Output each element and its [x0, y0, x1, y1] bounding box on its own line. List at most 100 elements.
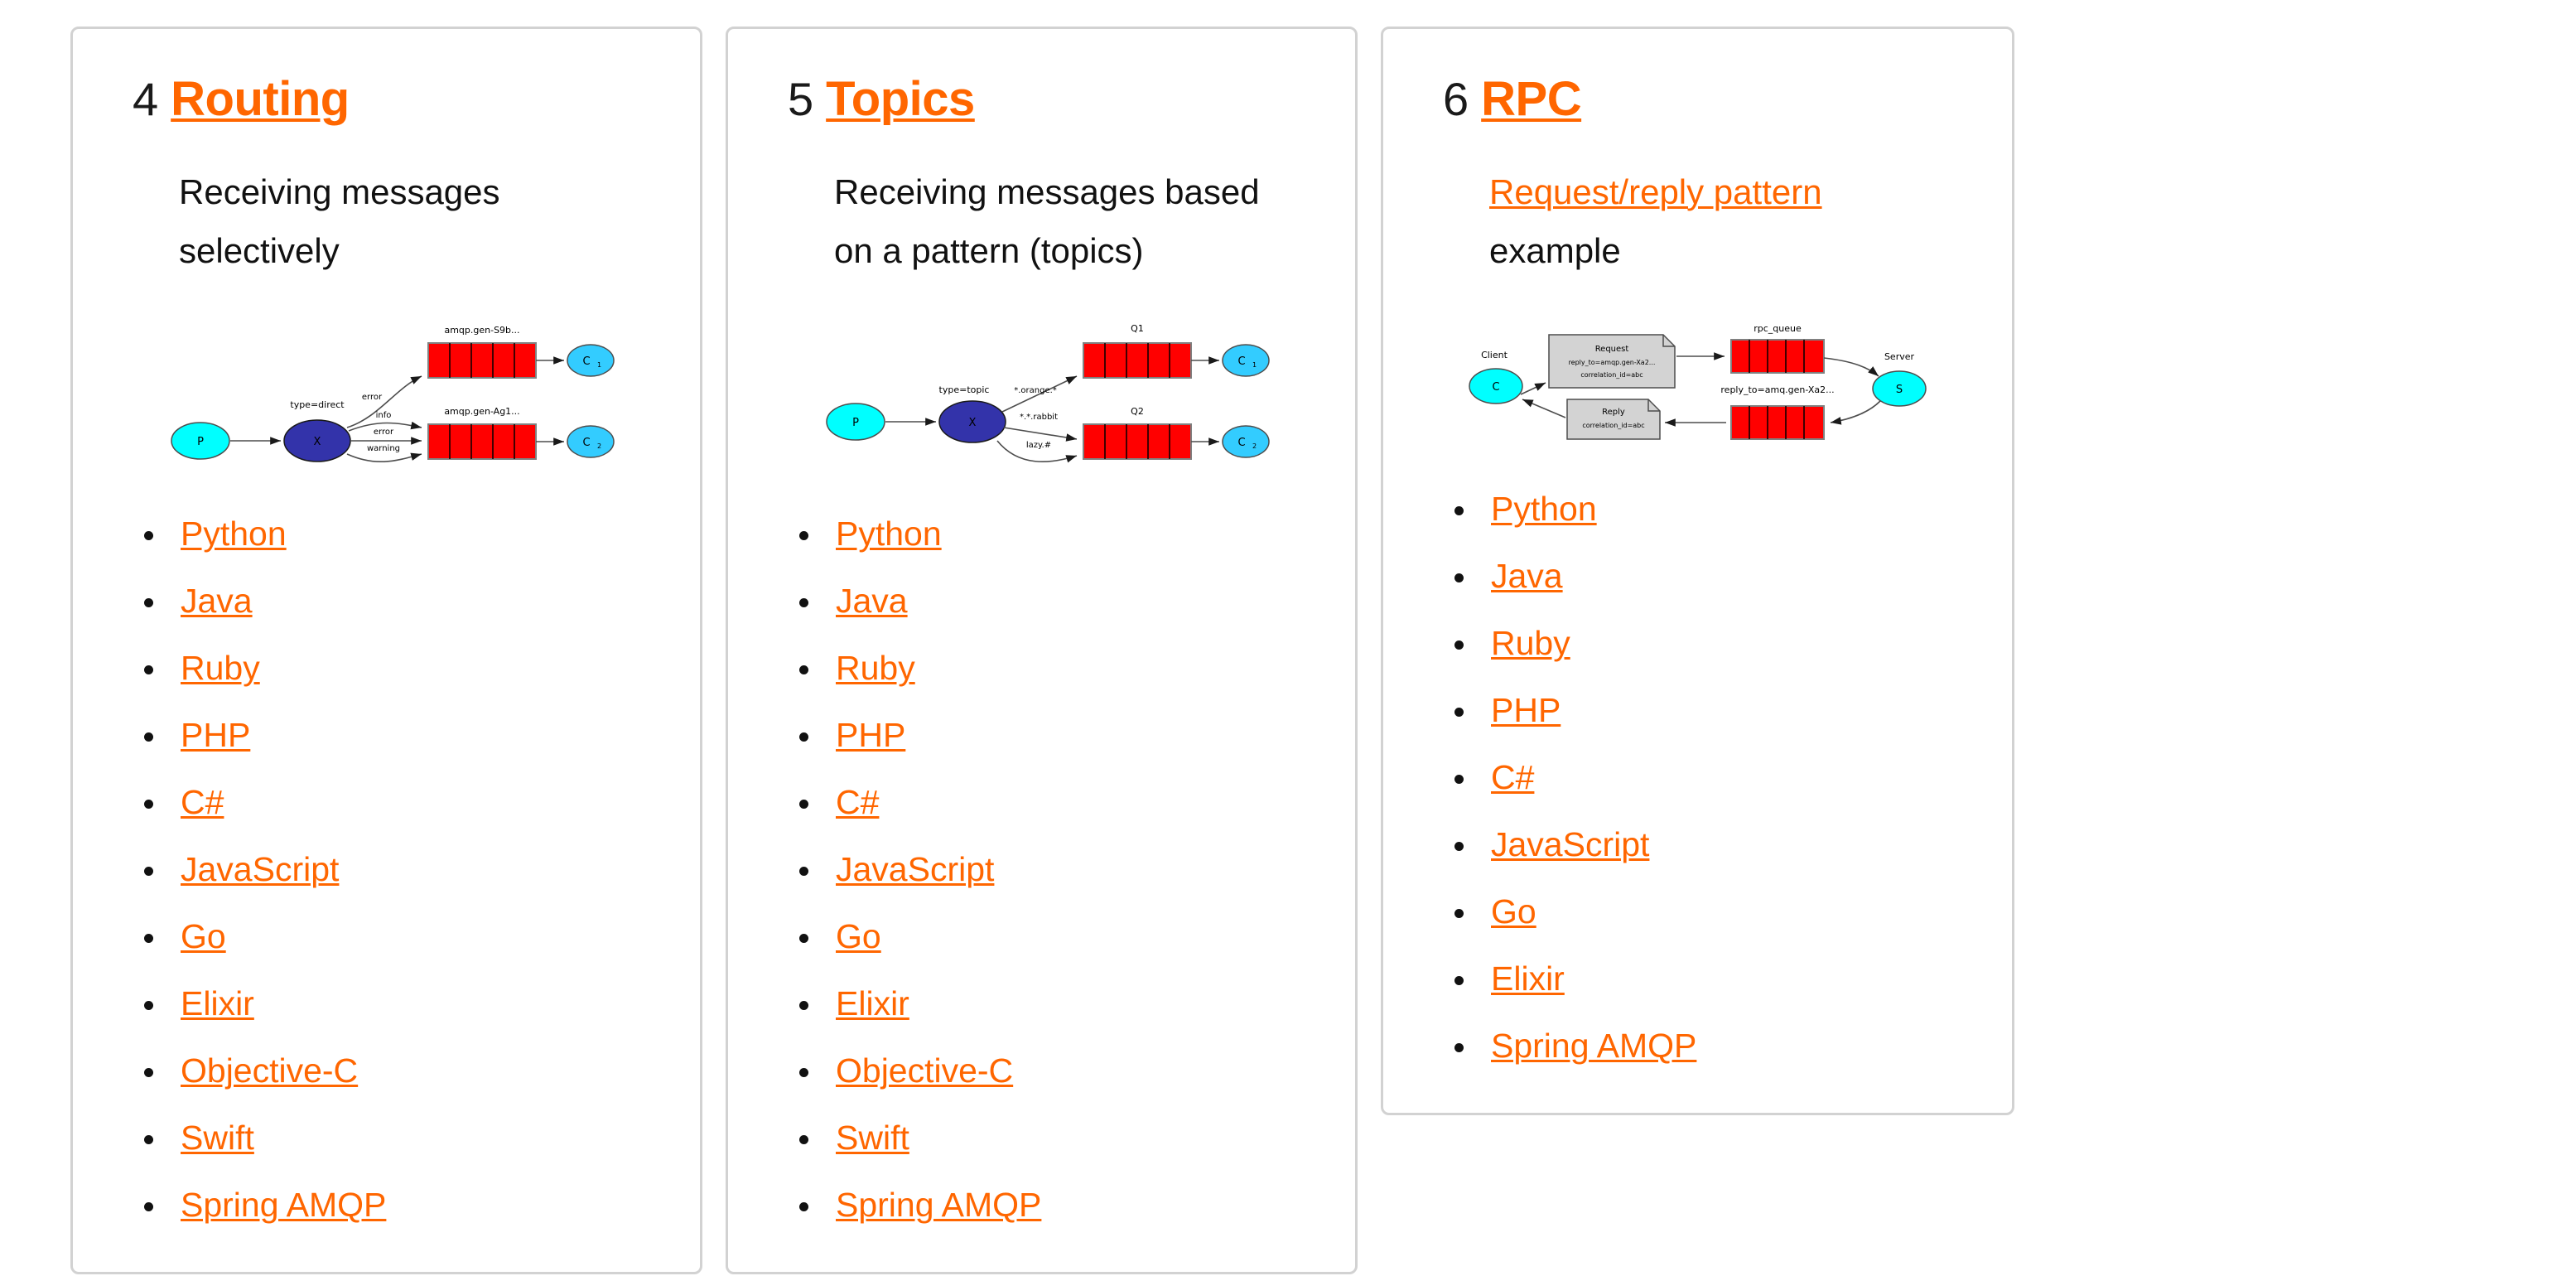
list-item[interactable]: Go [1420, 895, 1975, 929]
card-title-link-topics[interactable]: Topics [826, 72, 975, 126]
list-item[interactable]: Python [765, 517, 1319, 551]
list-item[interactable]: JavaScript [1420, 828, 1975, 862]
list-item[interactable]: Spring AMQP [1420, 1029, 1975, 1063]
request-note-reply-to: reply_to=amqp.gen-Xa2... [1568, 359, 1655, 366]
list-item[interactable]: Python [109, 517, 663, 551]
lang-link-python[interactable]: Python [836, 515, 942, 553]
lang-link-ruby[interactable]: Ruby [1491, 624, 1570, 663]
lang-link-php[interactable]: PHP [181, 716, 251, 755]
lang-link-go[interactable]: Go [1491, 892, 1536, 931]
list-item[interactable]: Go [765, 920, 1319, 954]
list-item[interactable]: PHP [109, 718, 663, 752]
lang-link-elixir[interactable]: Elixir [181, 984, 254, 1023]
lang-link-ruby[interactable]: Ruby [836, 649, 915, 688]
list-item[interactable]: Ruby [765, 651, 1319, 685]
consumer-2-sub: 2 [597, 442, 601, 450]
list-item[interactable]: Objective-C [765, 1054, 1319, 1088]
lang-link-javascript[interactable]: JavaScript [836, 850, 995, 889]
lang-link-go[interactable]: Go [836, 917, 881, 956]
list-item[interactable]: Spring AMQP [109, 1188, 663, 1222]
list-item[interactable]: Elixir [109, 987, 663, 1021]
lang-link-csharp[interactable]: C# [1491, 758, 1535, 797]
lang-link-elixir[interactable]: Elixir [1491, 959, 1565, 998]
lang-link-elixir[interactable]: Elixir [836, 984, 909, 1023]
queue-2-label: Q2 [1131, 406, 1144, 417]
producer-node [170, 422, 230, 460]
list-item[interactable]: Elixir [1420, 962, 1975, 996]
list-item[interactable]: JavaScript [109, 853, 663, 887]
exchange-node [938, 400, 1006, 443]
language-links-routing: Python Java Ruby PHP C# JavaScript Go El… [109, 517, 663, 1222]
lang-link-java[interactable]: Java [1491, 557, 1563, 596]
list-item[interactable]: Python [1420, 492, 1975, 526]
lang-link-swift[interactable]: Swift [181, 1119, 254, 1158]
lang-link-java[interactable]: Java [181, 582, 253, 621]
binding-label-lazy: lazy.# [1025, 441, 1050, 450]
list-item[interactable]: Objective-C [109, 1054, 663, 1088]
list-item[interactable]: Go [109, 920, 663, 954]
server-label: Server [1884, 351, 1914, 362]
edge-queue-server [1823, 357, 1879, 377]
lang-link-ruby[interactable]: Ruby [181, 649, 260, 688]
language-links-rpc: Python Java Ruby PHP C# JavaScript Go El… [1420, 492, 1975, 1063]
lang-link-spring-amqp[interactable]: Spring AMQP [836, 1186, 1042, 1225]
edge-server-reply-queue [1830, 400, 1881, 425]
topics-diagram: P X type=topic Q1 [765, 302, 1319, 492]
exchange-label: X [313, 436, 321, 448]
binding-label-rabbit: *.*.rabbit [1020, 413, 1058, 422]
lang-link-spring-amqp[interactable]: Spring AMQP [181, 1186, 387, 1225]
queue-2 [1082, 423, 1192, 461]
card-subtitle-rpc: Request/reply pattern example [1489, 163, 1953, 280]
list-item[interactable]: PHP [765, 718, 1319, 752]
card-subtitle-routing: Receiving messages selectively [179, 172, 500, 270]
binding-orange [1001, 375, 1077, 413]
lang-link-go[interactable]: Go [181, 917, 226, 956]
list-item[interactable]: Swift [765, 1121, 1319, 1155]
binding-lazy [996, 440, 1077, 463]
lang-link-spring-amqp[interactable]: Spring AMQP [1491, 1027, 1697, 1066]
lang-link-php[interactable]: PHP [1491, 691, 1561, 730]
list-item[interactable]: Java [765, 584, 1319, 618]
request-note-title: Request [1594, 345, 1628, 354]
lang-link-csharp[interactable]: C# [836, 783, 880, 822]
list-item[interactable]: Spring AMQP [765, 1188, 1319, 1222]
lang-link-javascript[interactable]: JavaScript [181, 850, 340, 889]
lang-link-swift[interactable]: Swift [836, 1119, 909, 1158]
reply-note-correlation-id: correlation_id=abc [1582, 422, 1644, 429]
lang-link-python[interactable]: Python [1491, 490, 1597, 529]
lang-link-csharp[interactable]: C# [181, 783, 224, 822]
lang-link-java[interactable]: Java [836, 582, 908, 621]
consumer-1-sub: 1 [1252, 361, 1257, 369]
list-item[interactable]: Elixir [765, 987, 1319, 1021]
queue-2-label: amqp.gen-Ag1... [444, 406, 519, 417]
rpc-queue-label: rpc_queue [1754, 323, 1802, 334]
list-item[interactable]: C# [765, 785, 1319, 819]
binding-label-error-top: error [361, 393, 382, 402]
list-item[interactable]: C# [1420, 761, 1975, 795]
binding-info [348, 421, 422, 432]
server-node [1871, 370, 1927, 407]
binding-label-info: info [375, 411, 391, 420]
client-node-label: C [1492, 381, 1499, 394]
card-title-link-rpc[interactable]: RPC [1481, 72, 1582, 126]
lang-link-php[interactable]: PHP [836, 716, 906, 755]
list-item[interactable]: Java [1420, 559, 1975, 593]
card-title-link-routing[interactable]: Routing [171, 72, 350, 126]
list-item[interactable]: PHP [1420, 694, 1975, 727]
lang-link-javascript[interactable]: JavaScript [1491, 825, 1650, 864]
list-item[interactable]: Java [109, 584, 663, 618]
card-number: 4 [133, 73, 158, 125]
list-item[interactable]: C# [109, 785, 663, 819]
lang-link-python[interactable]: Python [181, 515, 287, 553]
list-item[interactable]: JavaScript [765, 853, 1319, 887]
subtitle-link-request-reply[interactable]: Request/reply pattern [1489, 172, 1822, 211]
card-number: 6 [1443, 73, 1469, 125]
list-item[interactable]: Ruby [109, 651, 663, 685]
lang-link-objective-c[interactable]: Objective-C [181, 1051, 359, 1090]
subtitle-tail: example [1489, 230, 1621, 270]
list-item[interactable]: Ruby [1420, 626, 1975, 660]
queue-1-label: Q1 [1131, 323, 1144, 334]
lang-link-objective-c[interactable]: Objective-C [836, 1051, 1014, 1090]
list-item[interactable]: Swift [109, 1121, 663, 1155]
